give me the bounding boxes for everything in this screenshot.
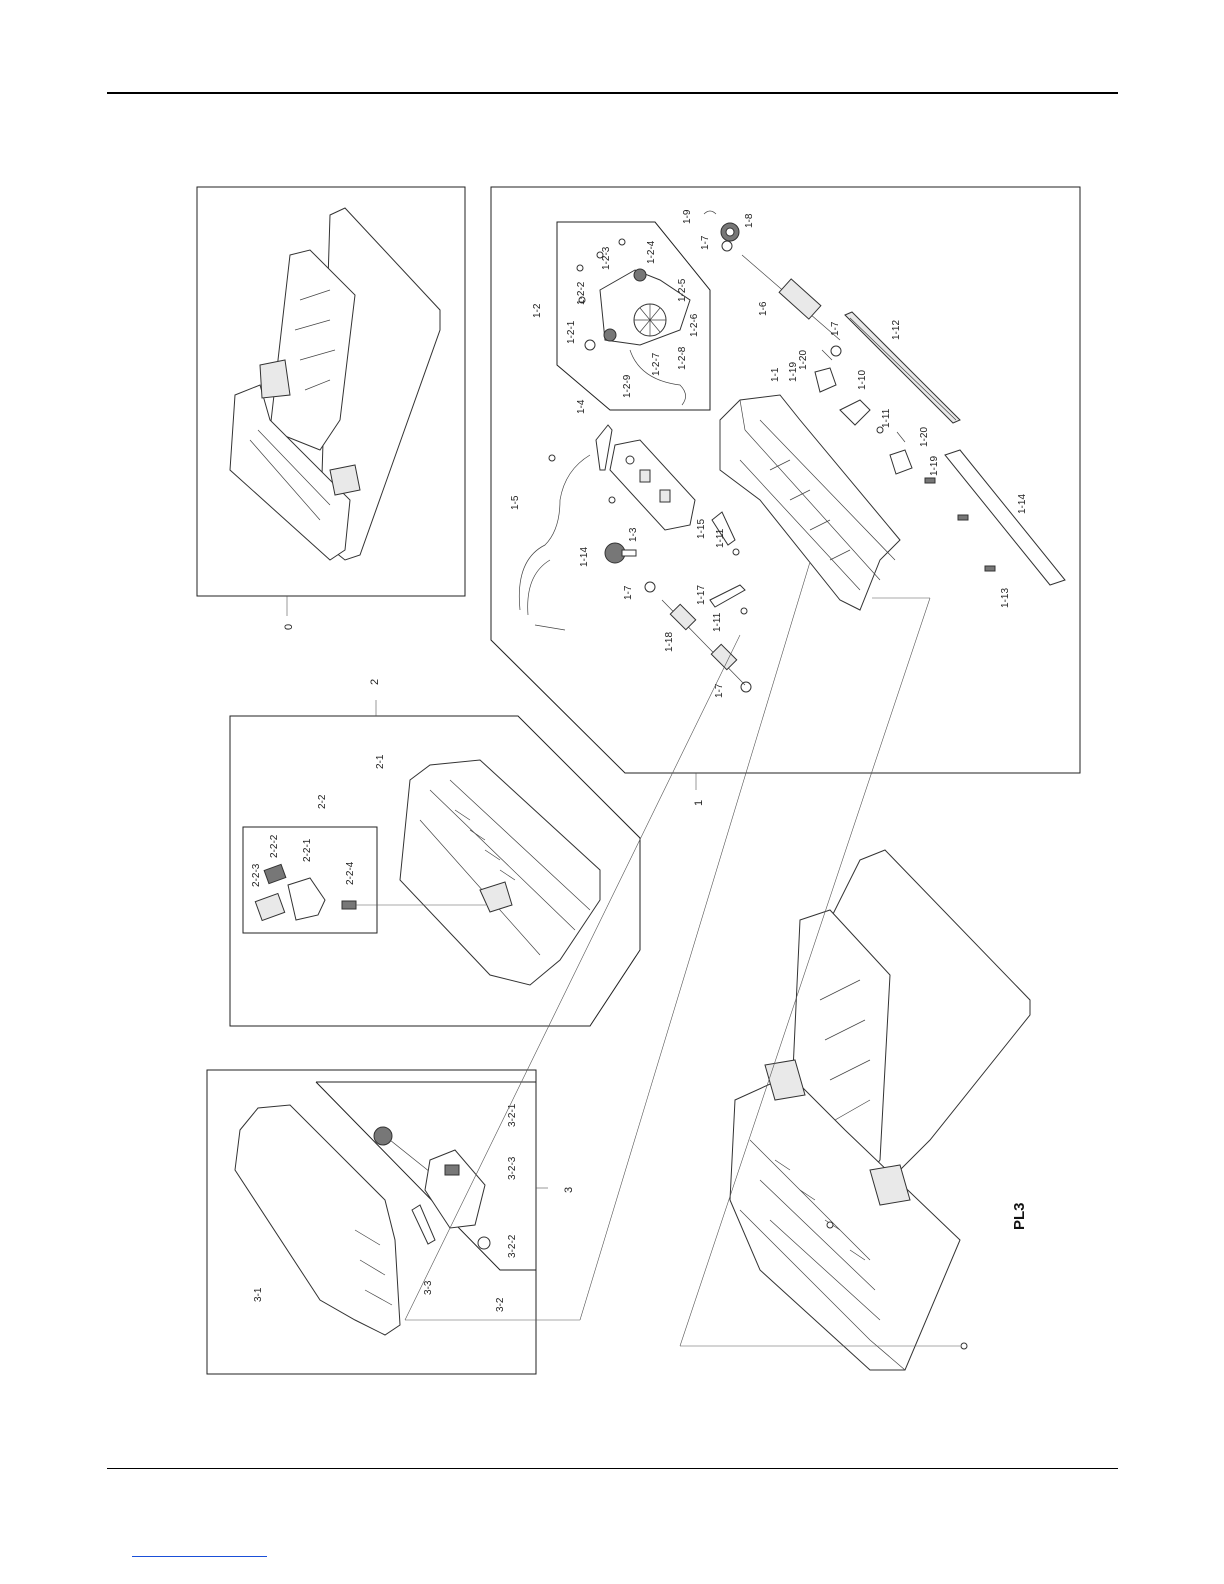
label-2-2: 2-2 <box>317 794 328 809</box>
label-1-2: 1-2 <box>532 303 543 318</box>
label-1-20-b: 1-20 <box>919 427 930 447</box>
label-1-11-a: 1-11 <box>881 408 892 428</box>
label-1: 1 <box>693 800 705 806</box>
label-1-15: 1-15 <box>696 519 707 539</box>
label-1-2-8: 1-2-8 <box>677 346 688 370</box>
label-1-20-a: 1-20 <box>798 350 809 370</box>
main-chassis <box>720 395 900 610</box>
arm-1-10 <box>840 400 870 425</box>
roller-1-6 <box>742 255 840 340</box>
label-1-3: 1-3 <box>628 527 639 542</box>
label-1-7-c: 1-7 <box>623 585 634 600</box>
pin-1-20-a <box>822 350 832 360</box>
label-1-7-a: 1-7 <box>700 235 711 250</box>
label-2-2-3: 2-2-3 <box>251 863 262 887</box>
pcb-1-3 <box>610 440 695 530</box>
label-3-2-2: 3-2-2 <box>507 1234 518 1258</box>
label-1-8: 1-8 <box>744 213 755 228</box>
label-2-2-1: 2-2-1 <box>302 838 313 862</box>
label-1-2-3: 1-2-3 <box>601 246 612 270</box>
label-1-11-b: 1-11 <box>715 528 726 548</box>
label-1-2-1: 1-2-1 <box>566 320 577 344</box>
lever-3-3 <box>412 1205 435 1244</box>
panel-1: 1 <box>491 187 1080 806</box>
gear-1-14-left <box>605 543 636 563</box>
label-1-19-b: 1-19 <box>929 456 940 476</box>
label-1-1: 1-1 <box>770 367 781 382</box>
label-2: 2 <box>369 679 381 685</box>
label-1-14-left: 1-14 <box>579 547 590 567</box>
label-0: 0 <box>283 624 295 630</box>
label-1-2-4: 1-2-4 <box>646 240 657 264</box>
label-3-1: 3-1 <box>253 1287 264 1302</box>
label-2-1: 2-1 <box>375 754 386 769</box>
label-1-12: 1-12 <box>891 320 902 340</box>
assembled-adf-illustration <box>230 208 440 560</box>
pin-1-20-b <box>897 432 905 442</box>
screw-1-11-b <box>733 549 739 555</box>
label-2-2-2: 2-2-2 <box>269 834 280 858</box>
label-1-2-9: 1-2-9 <box>622 374 633 398</box>
gear-1-8 <box>721 223 739 241</box>
screw-1-11-c <box>741 608 747 614</box>
bracket-1-19-a <box>815 368 836 392</box>
bushing-1-7-a <box>722 241 732 251</box>
label-1-2-5: 1-2-5 <box>677 278 688 302</box>
clip-1-9 <box>704 211 716 214</box>
bushing-1-7-c <box>645 582 655 592</box>
label-3-3: 3-3 <box>423 1280 434 1295</box>
label-1-2-6: 1-2-6 <box>689 313 700 337</box>
label-1-2-2: 1-2-2 <box>576 281 587 305</box>
label-1-7-b: 1-7 <box>830 321 841 336</box>
motor-bracket-assembly <box>585 269 690 405</box>
arm-1-17 <box>710 585 745 607</box>
label-1-18: 1-18 <box>664 632 675 652</box>
label-1-2-7: 1-2-7 <box>651 352 662 376</box>
large-assembled-view: PL3 <box>730 850 1030 1370</box>
label-1-5: 1-5 <box>510 495 521 510</box>
cable-1-5 <box>519 455 590 630</box>
bushing-1-7-b <box>831 346 841 356</box>
label-1-6: 1-6 <box>758 301 769 316</box>
label-1-13: 1-13 <box>1000 588 1011 608</box>
lever-1-4 <box>596 425 612 470</box>
label-1-9: 1-9 <box>682 209 693 224</box>
label-1-14-right: 1-14 <box>1017 494 1028 514</box>
bracket-1-19-b <box>890 450 912 474</box>
label-3: 3 <box>563 1187 575 1193</box>
panel-3: 3 3-1 3-2 3-2-1 3-2-2 3-2-3 3-3 <box>207 1070 575 1374</box>
label-1-11-c: 1-11 <box>712 612 723 632</box>
label-1-4: 1-4 <box>576 399 587 414</box>
label-3-2-1: 3-2-1 <box>507 1103 518 1127</box>
bushing-1-7-d <box>741 682 751 692</box>
plate-label: PL3 <box>1011 1202 1028 1230</box>
panel-2: 2 2-1 2-2 2-2-1 2-2-2 2-2-3 2-2-4 <box>230 679 640 1026</box>
label-3-2-3: 3-2-3 <box>507 1156 518 1180</box>
label-1-17: 1-17 <box>696 585 707 605</box>
label-2-2-4: 2-2-4 <box>345 861 356 885</box>
panel-0: 0 <box>197 187 465 630</box>
tray-2-1 <box>400 760 600 985</box>
label-1-10: 1-10 <box>857 370 868 390</box>
label-3-2: 3-2 <box>495 1297 506 1312</box>
